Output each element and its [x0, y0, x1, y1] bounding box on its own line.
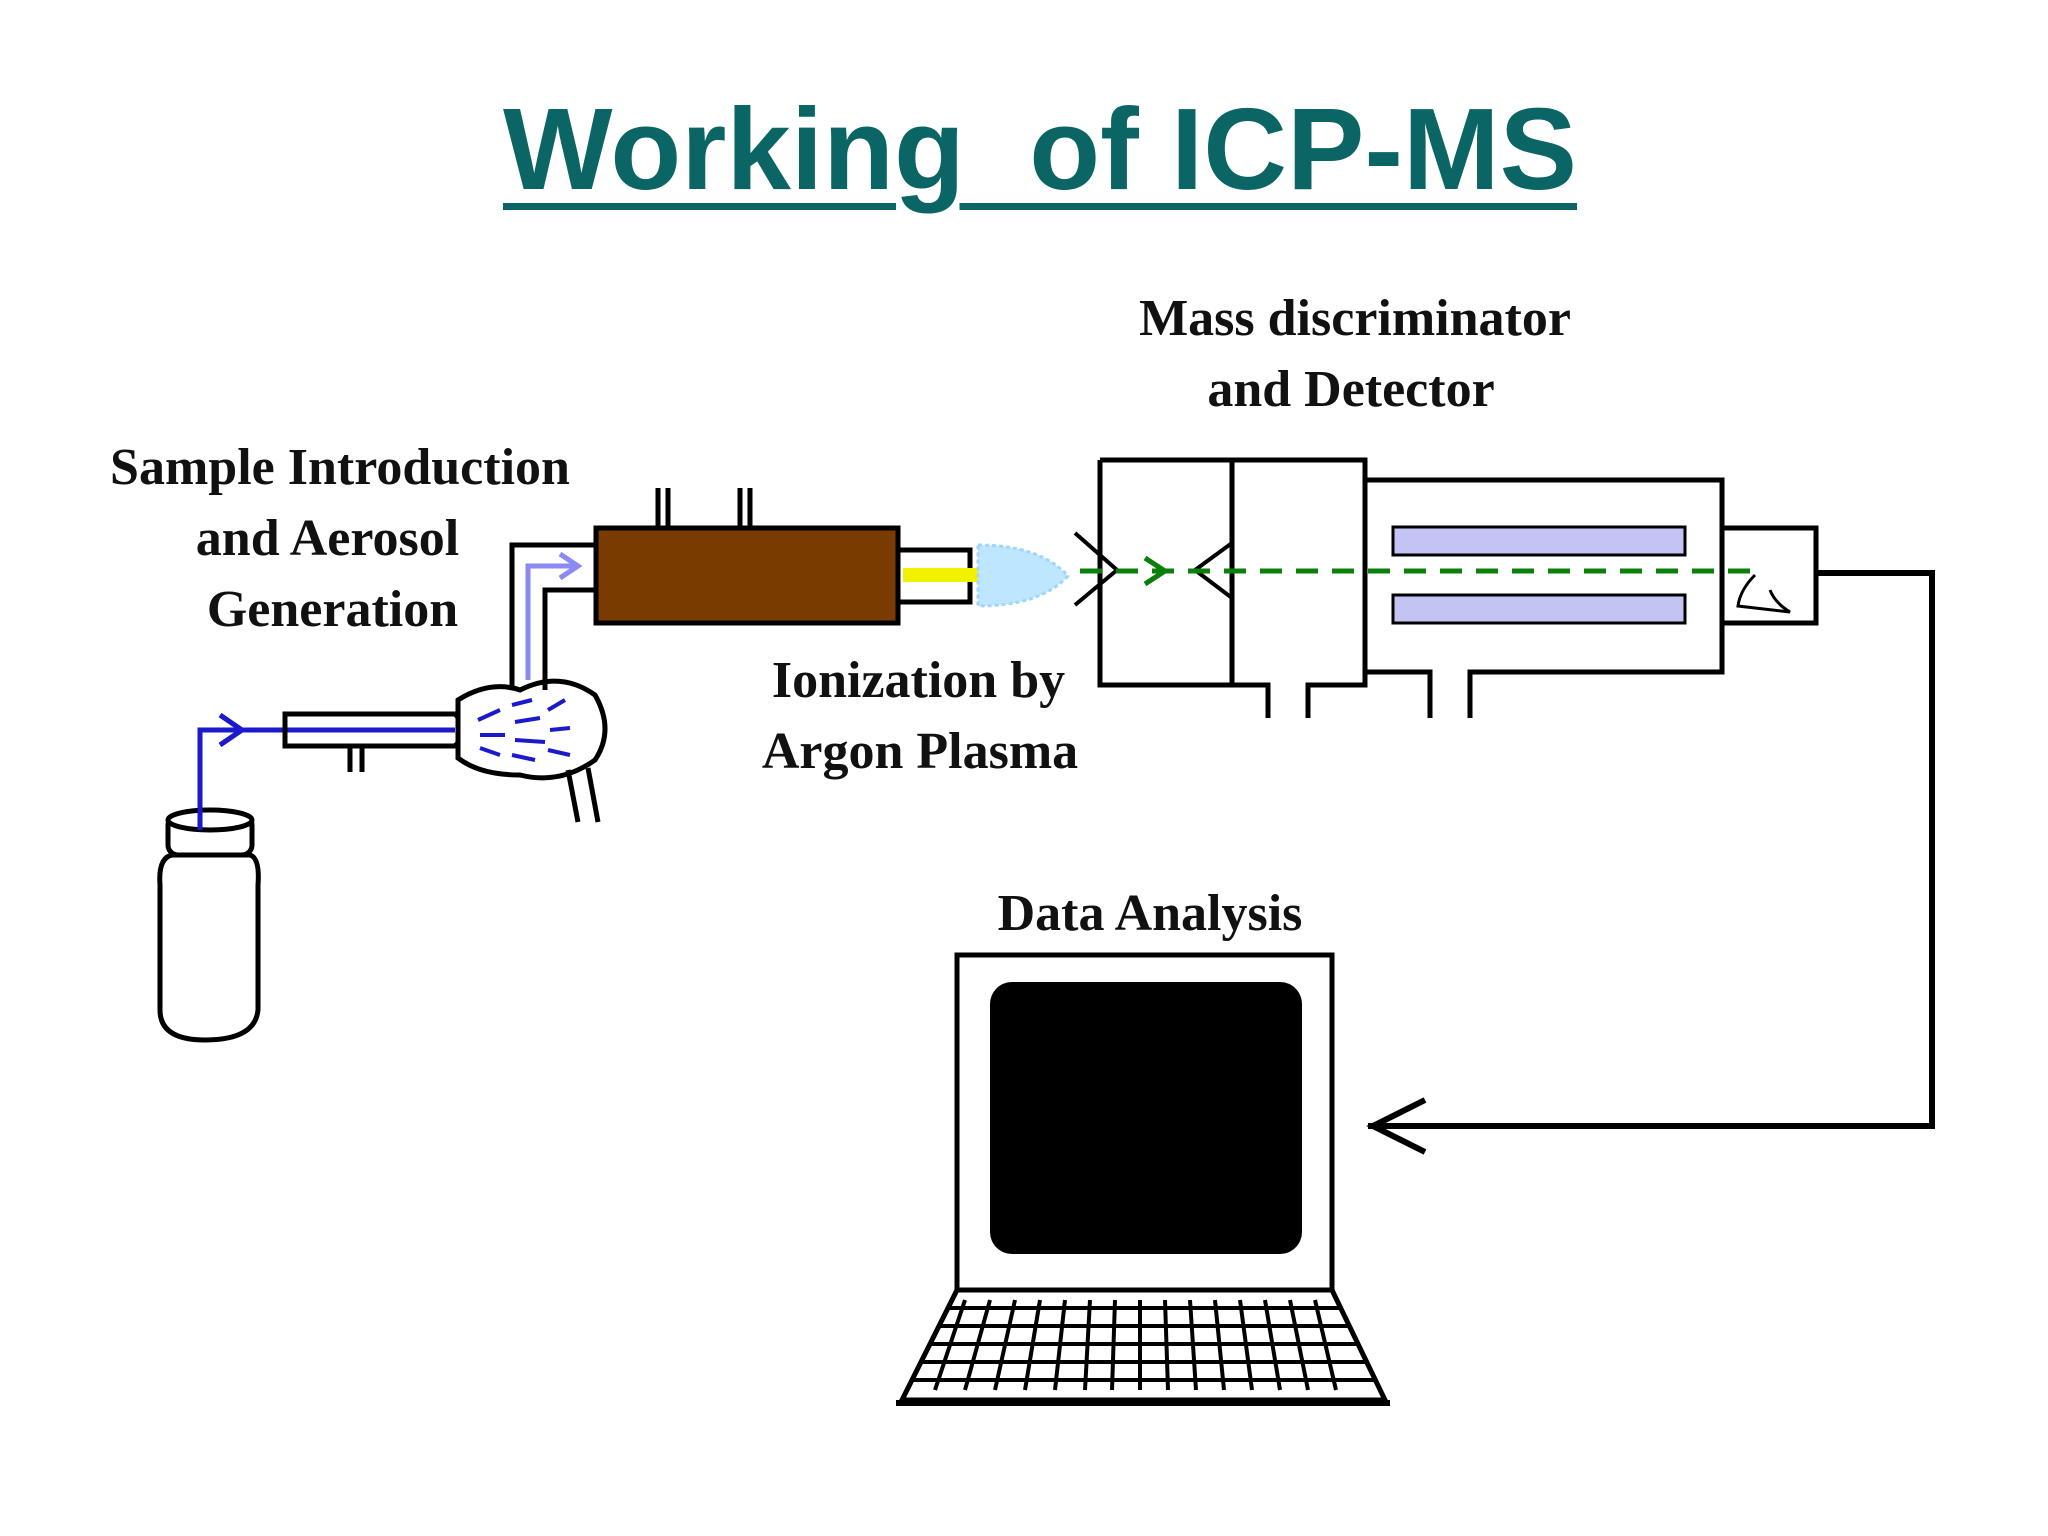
label-line: Ionization by — [771, 652, 1066, 709]
label-line: Mass discriminator — [1139, 290, 1571, 347]
detector-icon — [1736, 573, 1791, 614]
spray-chamber-icon — [455, 678, 608, 823]
keyboard-keys-icon — [912, 1299, 1376, 1391]
plasma-torch-icon — [593, 488, 1071, 626]
screen-icon — [990, 982, 1302, 1254]
label-line: and Aerosol — [195, 510, 460, 567]
label-ionization: Ionization by Argon Plasma — [720, 645, 1120, 787]
label-line: Generation — [206, 581, 459, 638]
label-mass-discriminator: Mass discriminator and Detector — [1080, 283, 1640, 425]
ion-beam-icon — [1080, 555, 1760, 587]
label-line: Data Analysis — [997, 885, 1303, 942]
label-sample-introduction: Sample Introduction and Aerosol Generati… — [60, 432, 620, 645]
sample-bottle-icon — [157, 807, 261, 1043]
aerosol-transfer-tube-icon — [509, 542, 595, 690]
nebulizer-icon — [282, 711, 474, 772]
mass-spectrometer-icon — [1097, 457, 1819, 718]
computer-icon — [896, 952, 1390, 1406]
label-line: Argon Plasma — [761, 723, 1079, 780]
label-line: and Detector — [1207, 361, 1495, 418]
label-line: Sample Introduction — [110, 439, 570, 496]
signal-line-icon — [1366, 570, 1935, 1155]
aerosol-droplets-icon — [477, 698, 571, 762]
label-data-analysis: Data Analysis — [930, 878, 1370, 949]
argon-plasma-icon — [976, 543, 1071, 608]
sample-flow-icon — [197, 712, 455, 830]
quadrupole-icon — [1391, 525, 1687, 625]
page-title: Working of ICP-MS — [502, 84, 1578, 214]
